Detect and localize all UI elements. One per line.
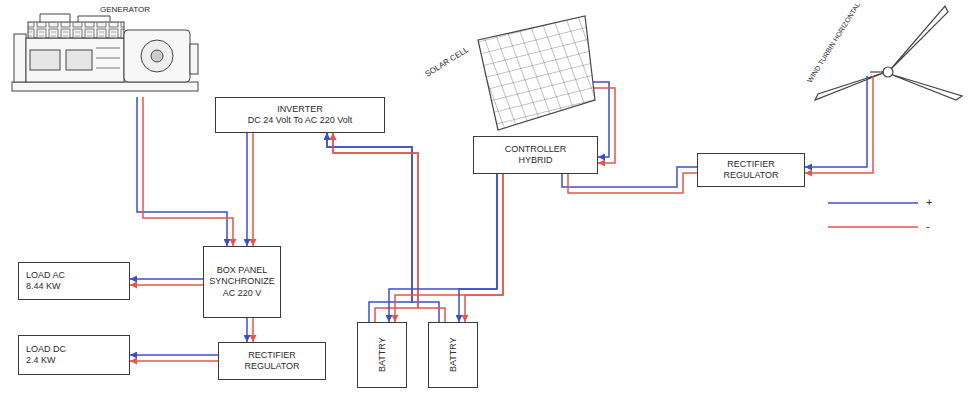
wire [333, 133, 418, 322]
box-label: BOX PANEL SYNCHRONIZE AC 220 V [209, 265, 275, 299]
wind-turbine-drawing [815, 6, 962, 140]
wind-turbine-node: WIND TURBIN HORIZONTAL [800, 0, 968, 140]
inverter-box: INVERTERDC 24 Volt To AC 220 Volt [215, 97, 385, 133]
box-label: DC 24 Volt To AC 220 Volt [248, 115, 352, 126]
wire [598, 88, 615, 163]
picture-label: WIND TURBIN HORIZONTAL [806, 1, 861, 84]
wire [252, 318, 254, 342]
legend-text: - [926, 220, 930, 234]
wire [327, 133, 439, 322]
legend-row: + [828, 196, 932, 210]
wire [598, 82, 609, 157]
wire-pair [247, 133, 253, 246]
box-label: LOAD DC 2.4 KW [26, 344, 76, 367]
dc-load-box: LOAD DC 2.4 KW [18, 335, 130, 375]
wire-pair [130, 279, 203, 285]
wire-pair [247, 318, 253, 342]
box-label: INVERTER [277, 104, 322, 115]
generator-node: GENERATOR [8, 2, 203, 97]
wire [252, 133, 254, 246]
wire-pair [598, 82, 615, 163]
wire [805, 140, 867, 167]
wire-pair [130, 355, 218, 361]
wire-pair [459, 174, 503, 322]
solar-cell-node: SOLAR CELL [420, 14, 600, 132]
legend-row: - [828, 220, 930, 234]
box-label: RECTIFIER REGULATOR [237, 350, 307, 373]
box-label: LOAD AC 8.44 KW [26, 270, 76, 293]
wire [137, 97, 227, 246]
synchronize-panel-box: BOX PANEL SYNCHRONIZE AC 220 V [203, 246, 281, 318]
battery-box: BATTRY [428, 322, 478, 388]
battery-box: BATTRY [357, 322, 407, 388]
wire [389, 174, 497, 322]
box-label: BATTRY [376, 338, 387, 373]
wire [246, 133, 248, 246]
wire [395, 174, 503, 322]
legend-text: + [926, 196, 932, 210]
wire [568, 173, 697, 193]
wire [465, 174, 503, 322]
box-label: RECTIFIER REGULATOR [716, 159, 786, 182]
legend-line [828, 222, 918, 232]
wire [327, 133, 412, 322]
wire [246, 318, 248, 342]
legend-line [828, 198, 918, 208]
solar-panel-drawing [478, 16, 600, 130]
wire [130, 360, 218, 362]
generator-drawing [12, 14, 198, 91]
wire-pair [327, 133, 418, 322]
picture-label: SOLAR CELL [424, 46, 470, 79]
controller-box: CONTROLLER HYBRID [473, 136, 598, 174]
box-label: BATTRY [447, 338, 458, 373]
wire-pair [389, 174, 503, 322]
box-label: CONTROLLER HYBRID [504, 144, 568, 167]
wire [130, 284, 203, 286]
wire [130, 278, 203, 280]
wire-pair [805, 140, 873, 173]
rectifier-box: RECTIFIER REGULATOR [218, 342, 326, 380]
wire [130, 354, 218, 356]
picture-label: GENERATOR [100, 6, 150, 14]
rectifier-box: RECTIFIER REGULATOR [697, 153, 805, 187]
wire-pair [327, 133, 445, 322]
wire [805, 140, 873, 173]
ac-load-box: LOAD AC 8.44 KW [18, 262, 130, 300]
